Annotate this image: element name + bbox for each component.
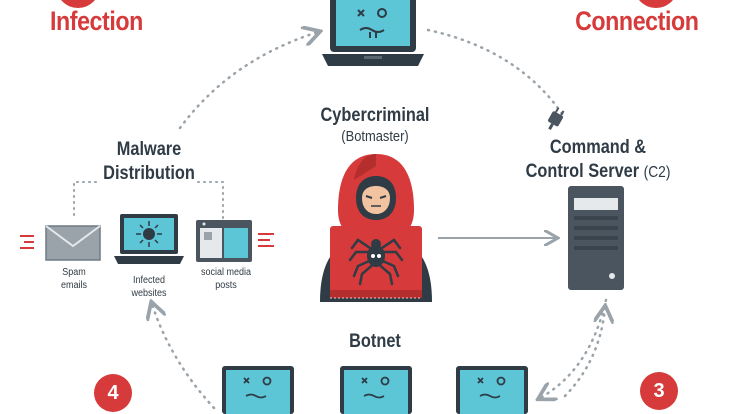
spider-icon: [348, 238, 404, 286]
sick-face-icon: [357, 8, 387, 38]
step-2-badge: [634, 0, 678, 8]
step-3-badge: 3: [640, 372, 678, 410]
c2-title-line2: Control Server: [525, 161, 640, 182]
step-4-badge: 4: [94, 374, 132, 412]
botnet-laptop-3: [456, 366, 528, 414]
botnet-laptop-2: [340, 366, 412, 414]
cybercriminal-subtitle: (Botmaster): [341, 128, 409, 145]
infected-laptop-top: [322, 0, 424, 66]
malware-distribution-title: Malware Distribution: [93, 138, 205, 186]
c2-title-line1: Command &: [549, 137, 647, 158]
c2-abbr: (C2): [643, 164, 671, 181]
distribution-bracket-right: [197, 181, 224, 219]
c2-title: Command & Control Server (C2): [521, 136, 676, 185]
cycle-arc-top-left: [178, 32, 318, 130]
virus-icon: [136, 221, 162, 247]
cycle-arc-left: [152, 304, 216, 410]
plug-icon: [548, 107, 565, 131]
cybercriminal-title: Cybercriminal: [320, 105, 430, 126]
hacker-icon: [320, 154, 432, 302]
botnet-title: Botnet: [349, 331, 401, 352]
malware-title-line2: Distribution: [103, 163, 195, 184]
server-icon: [568, 186, 624, 290]
distribution-bracket-left: [73, 181, 97, 221]
spam-emails-label: Spam emails: [60, 267, 88, 291]
malware-title-line1: Malware: [116, 139, 182, 160]
social-media-label: social media posts: [200, 267, 252, 291]
social-media-window-icon: [196, 220, 274, 262]
step-title-infection: Infection: [50, 6, 143, 36]
botnet-laptop-1: [222, 366, 294, 414]
cycle-arc-top-right: [426, 28, 567, 120]
step-title-connection: Connection: [574, 6, 699, 36]
infected-websites-label: Infected websites: [131, 275, 167, 299]
infected-laptop-icon: [114, 214, 184, 264]
envelope-icon: [20, 225, 101, 261]
cycle-arc-right-up: [563, 308, 605, 398]
step-1-badge: [56, 0, 100, 8]
